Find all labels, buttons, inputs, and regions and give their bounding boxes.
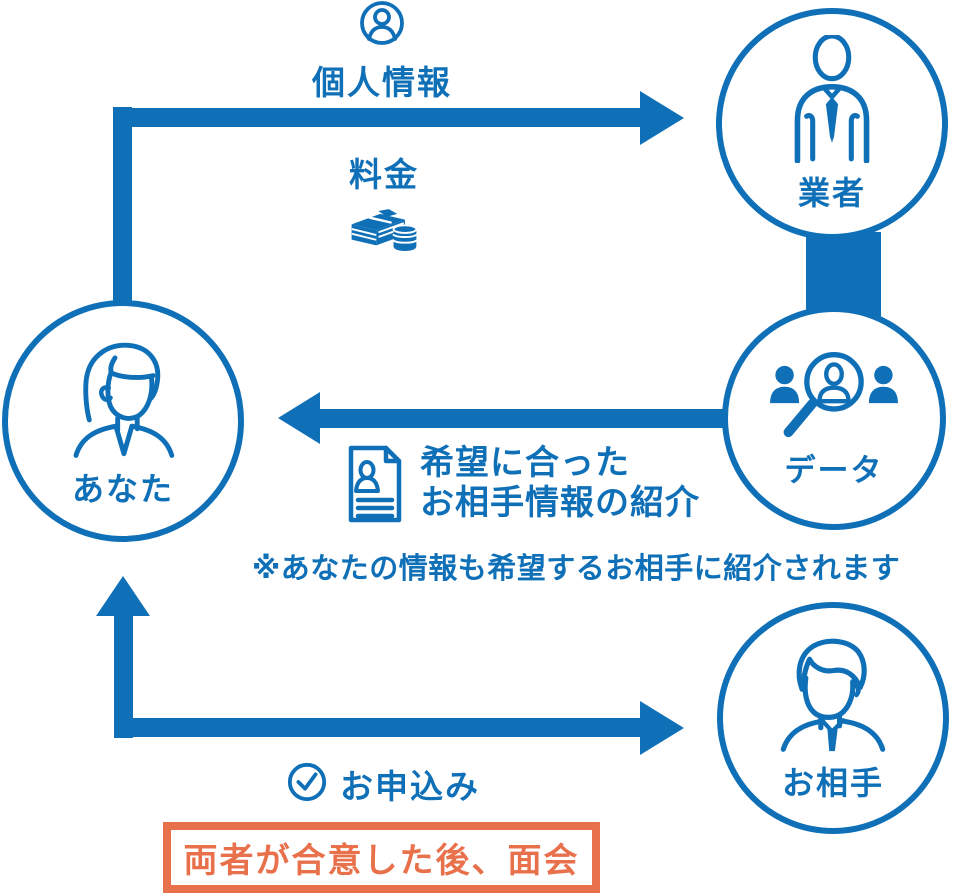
node-partner-label: お相手 <box>781 764 884 801</box>
flow-fee: 料金 <box>284 148 484 261</box>
flow-application-label: お申込み <box>340 768 480 805</box>
check-circle-icon <box>286 761 328 808</box>
arrow-data-to-you-shaft <box>318 409 738 428</box>
meeting-banner: 両者が合意した後、面会 <box>163 822 600 893</box>
meeting-banner-text: 両者が合意した後、面会 <box>183 842 580 880</box>
flow-personal-info-label: 個人情報 <box>312 64 452 101</box>
arrowhead-to-agency <box>640 91 684 145</box>
woman-icon <box>62 333 184 464</box>
node-you: あなた <box>2 300 244 542</box>
node-data-label: データ <box>784 453 884 488</box>
arrowhead-to-partner <box>640 701 684 755</box>
node-agency-label: 業者 <box>797 174 866 211</box>
agency-data-connector <box>806 232 881 316</box>
money-icon <box>344 208 424 261</box>
search-people-icon <box>768 346 900 445</box>
node-data: データ <box>722 306 946 530</box>
node-you-label: あなた <box>71 470 174 507</box>
flow-personal-info: 個人情報 <box>272 0 492 104</box>
arrowhead-to-you <box>278 392 320 444</box>
user-circle-icon <box>359 0 405 51</box>
man-icon <box>772 633 894 758</box>
arrow-application-vertical <box>114 612 133 738</box>
arrow-application-horizontal <box>114 718 640 737</box>
flow-fee-label: 料金 <box>349 156 419 193</box>
node-agency: 業者 <box>716 8 948 240</box>
flow-introduction-label: 希望に合った お相手情報の紹介 <box>420 444 700 522</box>
flow-introduction: 希望に合った お相手情報の紹介 <box>346 444 700 529</box>
businessman-icon <box>783 32 881 168</box>
introduction-note: ※あなたの情報も希望するお相手に紹介されます <box>252 553 901 585</box>
node-partner: お相手 <box>717 602 949 834</box>
arrow-you-to-agency-horizontal <box>113 108 640 127</box>
flow-application: お申込み <box>286 760 480 808</box>
arrowhead-up-to-you <box>96 576 150 616</box>
profile-document-icon <box>346 444 404 529</box>
arrow-you-to-agency-vertical <box>113 107 132 307</box>
